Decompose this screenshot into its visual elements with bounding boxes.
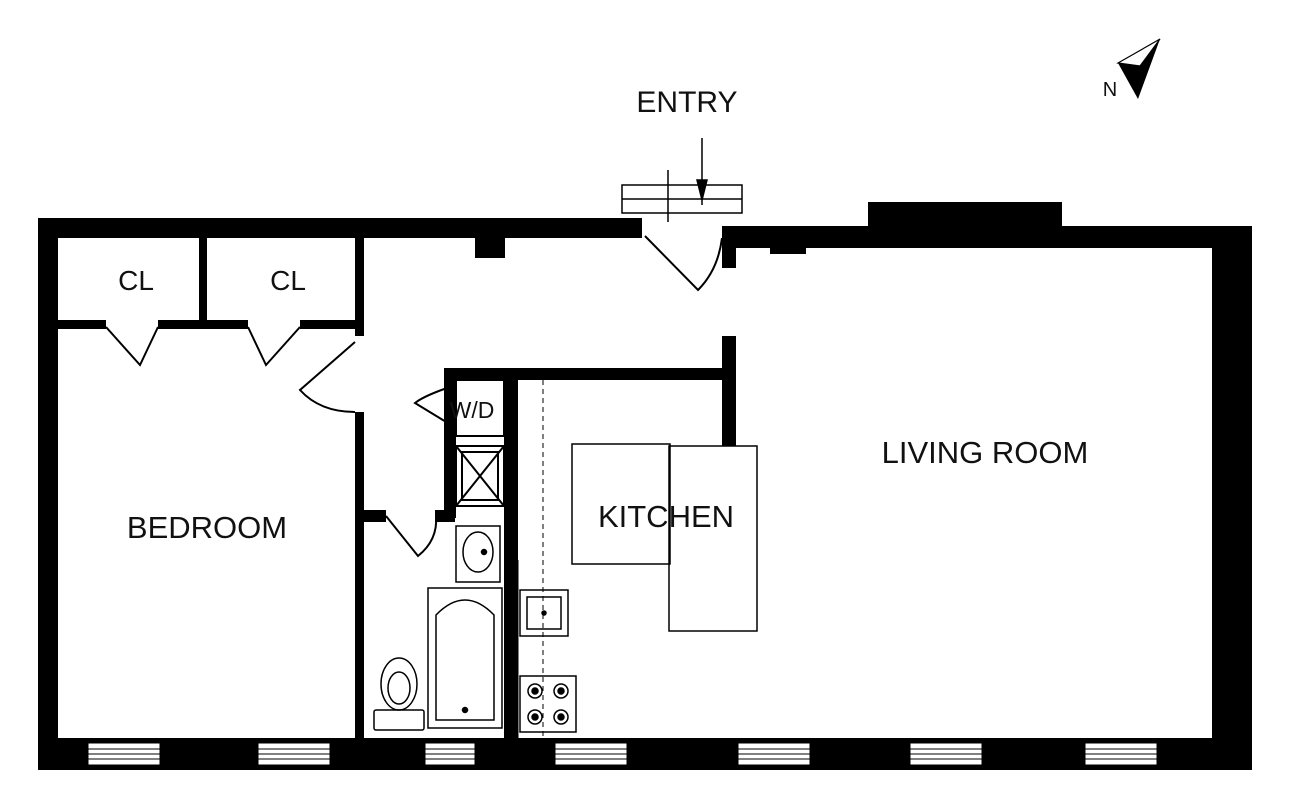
living-room-label: LIVING ROOM	[882, 435, 1089, 470]
interior-walls	[58, 236, 736, 742]
wall-left	[38, 218, 58, 770]
closet-door-1	[105, 326, 159, 367]
shower-stall	[455, 445, 505, 507]
wd-shower	[455, 379, 505, 507]
bath-door	[385, 515, 438, 558]
closet-divider	[199, 236, 207, 326]
wd-door	[413, 384, 457, 429]
closet-label-2: CL	[270, 265, 306, 296]
kitchen-island	[668, 445, 758, 632]
doors	[105, 235, 723, 558]
closet-label-1: CL	[118, 265, 154, 296]
bedroom-door	[298, 341, 356, 413]
exterior-walls	[38, 202, 1252, 770]
labels: N ENTRY CL CL W/D BEDROOM KITCHEN LIVING…	[118, 79, 1117, 545]
kitchen-counter-outline	[571, 443, 671, 565]
wd-enclosure	[455, 379, 505, 437]
north-arrow-icon	[1116, 38, 1161, 99]
bath-kitchen-wall	[504, 368, 518, 742]
closet-shelf-wall-right	[300, 320, 358, 329]
window-6	[909, 742, 983, 766]
column-top-2	[770, 238, 806, 254]
entry-jamb	[722, 226, 736, 268]
window-5	[737, 742, 811, 766]
washer-dryer-label: W/D	[450, 397, 495, 423]
wd-left-wall	[444, 368, 456, 518]
windows	[87, 742, 1158, 766]
bathtub	[427, 587, 503, 729]
wall-right	[1212, 226, 1252, 770]
stove	[519, 675, 577, 733]
window-1	[87, 742, 161, 766]
wall-top-bump-lower	[1045, 226, 1065, 248]
bedroom-east-wall-lower	[355, 412, 364, 742]
column-top-1	[475, 236, 505, 258]
kitchen-fixtures	[517, 380, 758, 740]
window-3	[424, 742, 476, 766]
closet-door-2	[247, 326, 301, 367]
wall-bottom	[38, 738, 1252, 770]
entry-label: ENTRY	[636, 86, 737, 119]
kitchen-label: KITCHEN	[598, 499, 734, 534]
closet-shelf-wall-left	[58, 320, 106, 329]
kitchen-partition	[722, 336, 736, 446]
bath-stub-left	[364, 510, 386, 522]
entry-stoop	[621, 138, 743, 222]
bathroom-fixtures	[373, 525, 503, 731]
wd-top-wall	[444, 368, 730, 380]
window-2	[257, 742, 331, 766]
kitchen-sink	[519, 589, 569, 637]
wall-top-bump	[868, 202, 1062, 226]
bedroom-east-wall-upper	[355, 236, 364, 336]
north-label: N	[1103, 79, 1117, 101]
wall-top-right	[722, 226, 1252, 248]
window-4	[554, 742, 628, 766]
bathroom-sink	[455, 525, 501, 583]
window-7	[1084, 742, 1158, 766]
wall-top-left	[38, 218, 642, 238]
entry-door	[644, 235, 723, 292]
bedroom-label: BEDROOM	[127, 510, 287, 545]
toilet	[373, 657, 425, 731]
